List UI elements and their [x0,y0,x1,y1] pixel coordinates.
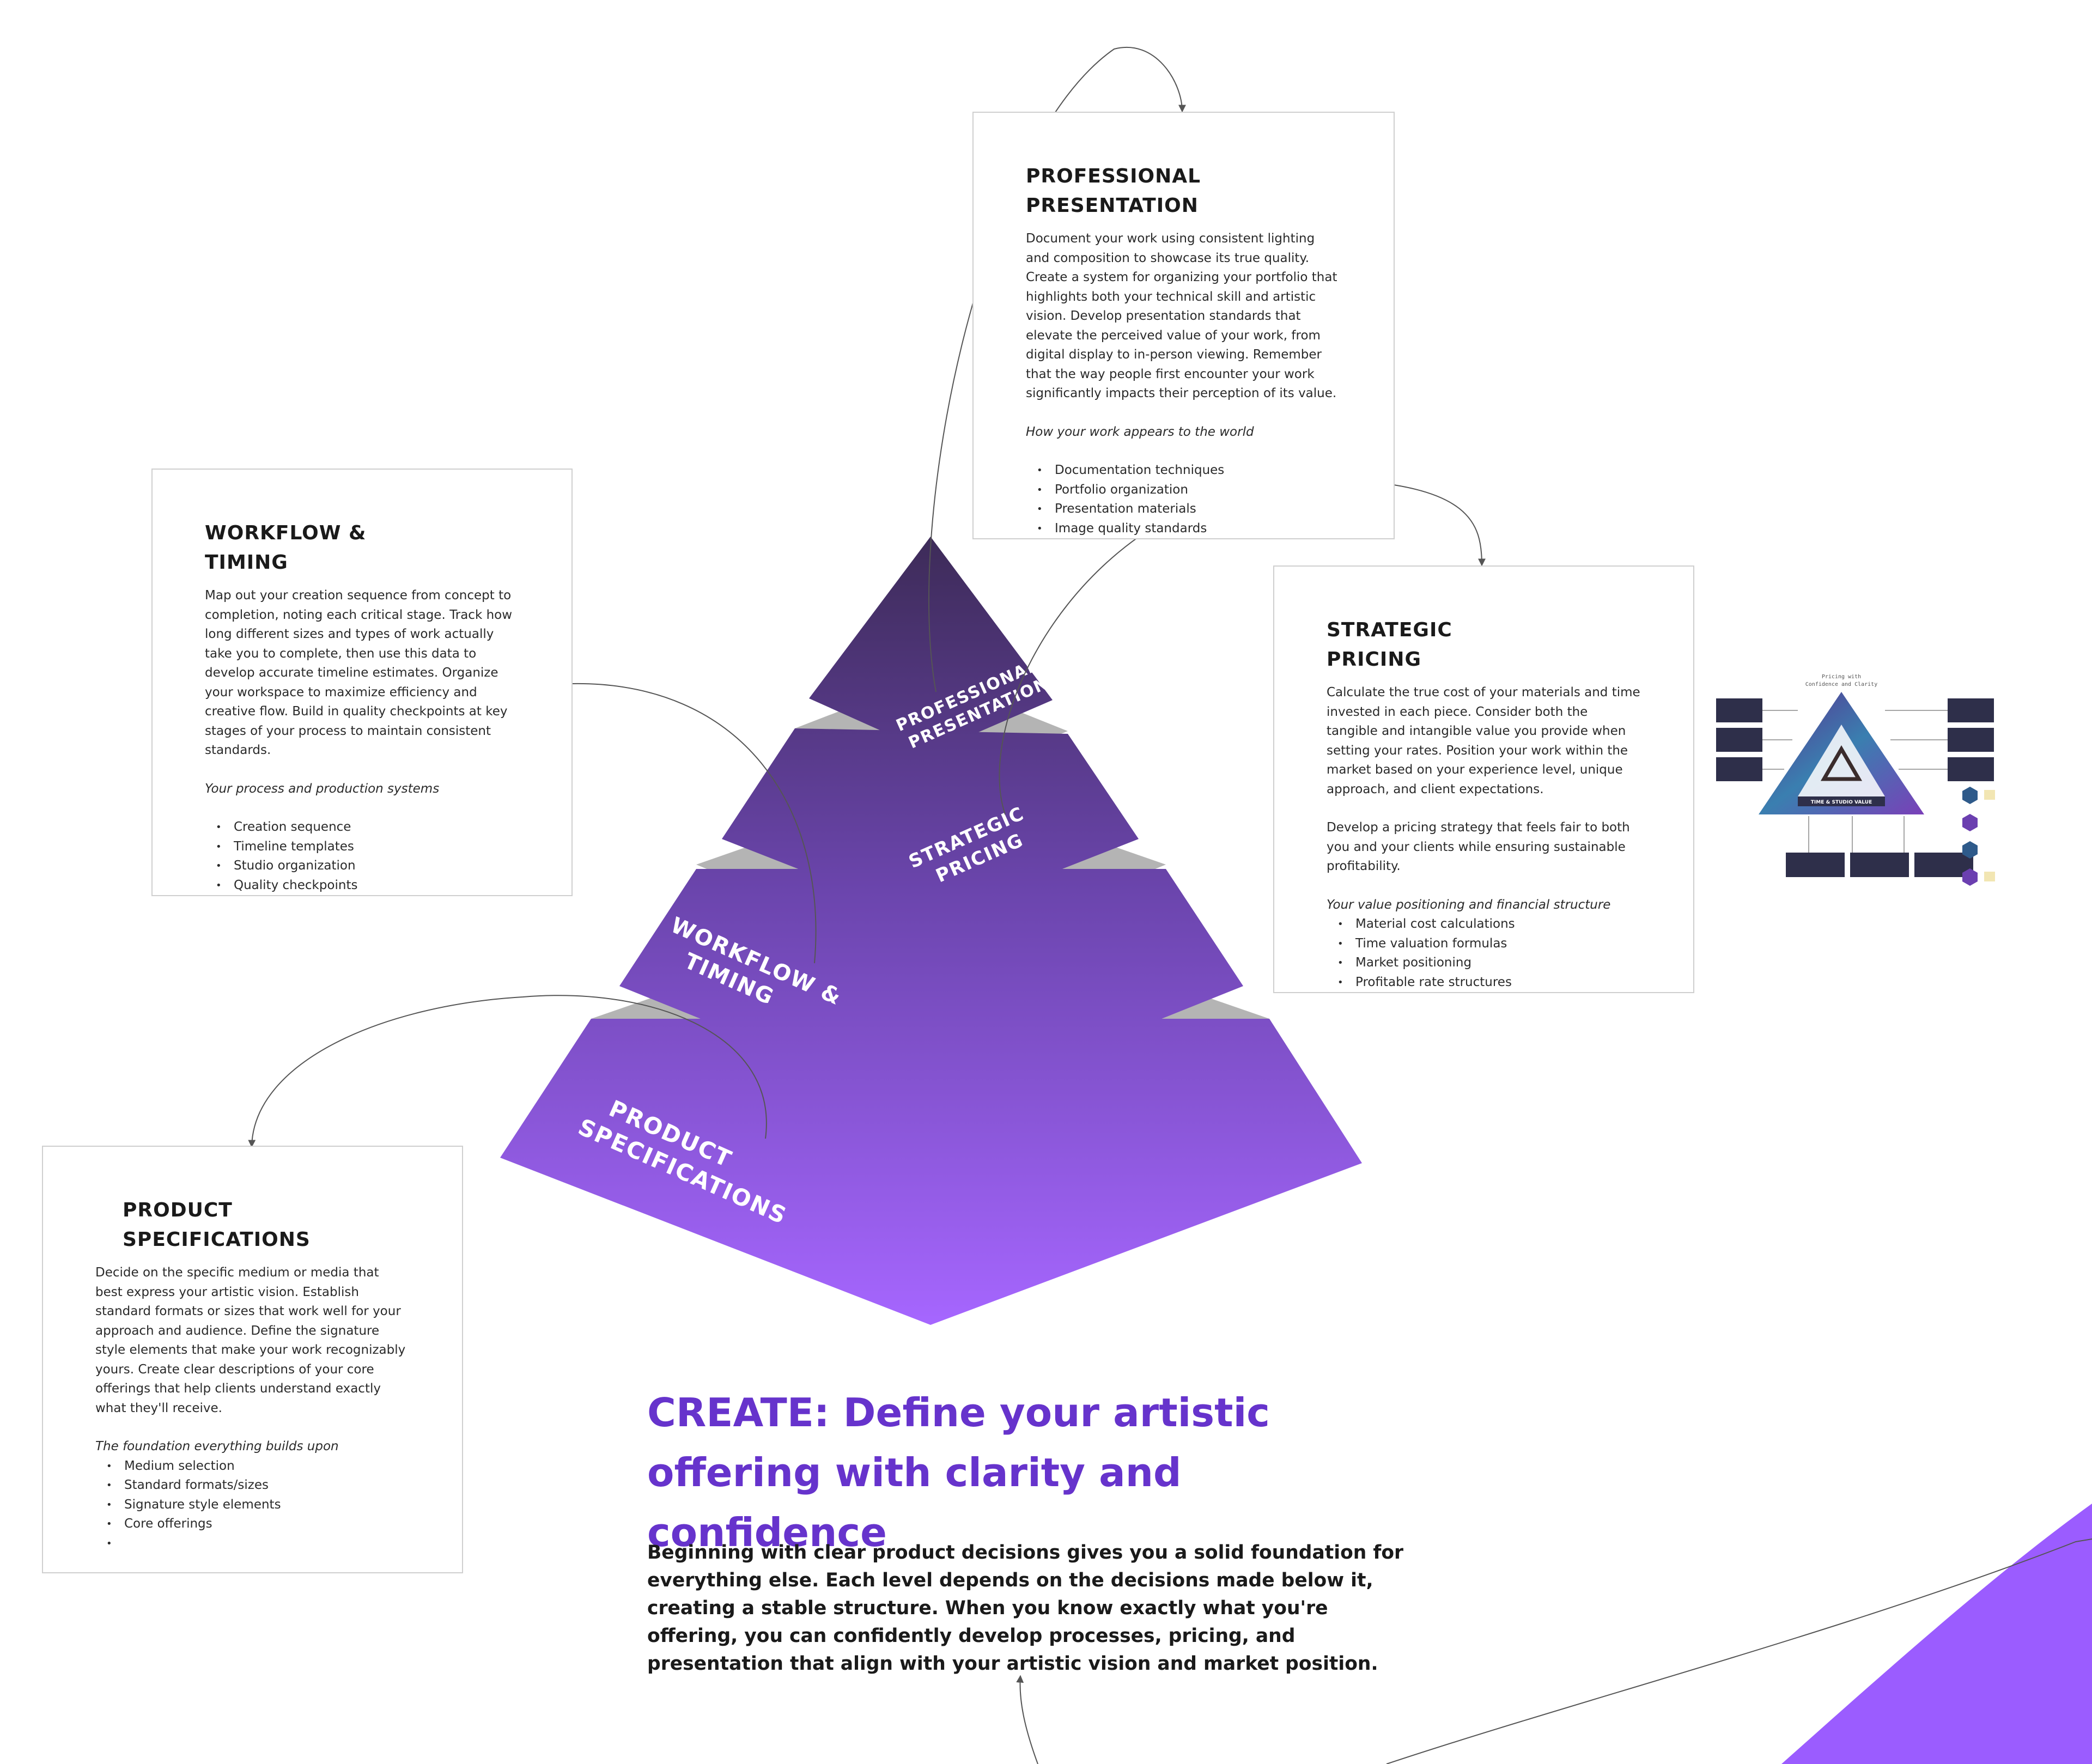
pyramid-tier-presentation[interactable] [809,537,1053,753]
thumbnail-triangle-core [1820,745,1863,781]
card-subtitle: Your process and production systems [205,781,440,796]
list-item: Quality checkpoints [216,876,519,896]
thumbnail-box [1948,698,1994,722]
thumbnail-box [1716,757,1762,781]
corner-decoration [1781,1504,2092,1764]
list-item: Documentation techniques [1037,461,1341,480]
list-item: Market positioning [1337,953,1641,973]
list-item: Profitable rate structures [1337,973,1641,993]
card-workflow-timing[interactable]: WORKFLOW & TIMING Map out your creation … [151,469,573,896]
thumbnail-hex-icon [1962,787,1978,804]
card-list: Material cost calculations Time valuatio… [1327,915,1641,992]
thumbnail-box [1716,728,1762,752]
intro-paragraph: Beginning with clear product decisions g… [647,1542,1404,1675]
card-body: Document your work using consistent ligh… [1026,232,1337,400]
card-subtitle: Your value positioning and financial str… [1327,897,1611,912]
thumbnail-hex-icon [1962,814,1978,831]
connector-product [248,995,767,1148]
list-item [106,1534,410,1554]
list-item: Studio organization [216,856,519,876]
thumbnail-note-icon [1984,790,1995,800]
list-item: Core offerings [106,1514,410,1534]
card-body-2: Develop a pricing strategy that feels fa… [1327,820,1630,873]
list-item: Image quality standards [1037,519,1341,539]
thumbnail-title-1: Pricing with [1822,674,1861,680]
thumbnail-center-band [1798,796,1885,806]
pyramid-tier-workflow[interactable] [619,869,1243,1111]
thumbnail-box [1786,853,1845,877]
card-title: STRATEGIC PRICING [1327,619,1452,671]
thumbnail-box [1716,698,1762,722]
thumbnail-diagram[interactable]: Pricing with Confidence and Clarity TIME… [1716,674,1995,886]
thumbnail-center-label: TIME & STUDIO VALUE [1811,800,1872,805]
list-item: Medium selection [106,1457,410,1476]
thumbnail-triangle-inner [1798,725,1885,796]
list-item: Time valuation formulas [1337,934,1641,954]
thumbnail-note-icon [1984,872,1995,881]
thumbnail-hex-icon [1962,868,1978,886]
card-body: Calculate the true cost of your material… [1327,685,1640,796]
list-item: Creation sequence [216,818,519,837]
card-list: Documentation techniques Portfolio organ… [1026,461,1341,538]
thumbnail-box [1850,853,1909,877]
card-list: Creation sequence Timeline templates Stu… [205,818,519,895]
thumbnail-hex-icon [1962,841,1978,859]
card-title: WORKFLOW & TIMING [205,522,367,574]
card-strategic-pricing[interactable]: STRATEGIC PRICING Calculate the true cos… [1273,565,1694,993]
list-item: Signature style elements [106,1495,410,1515]
list-item: Standard formats/sizes [106,1476,410,1495]
card-title: PROFESSIONAL PRESENTATION [1026,165,1201,217]
card-list: Medium selection Standard formats/sizes … [95,1457,410,1554]
connector-intro [1016,1675,1038,1764]
card-product-specifications[interactable]: PRODUCT SPECIFICATIONS Decide on the spe… [42,1146,463,1573]
list-item: Material cost calculations [1337,915,1641,934]
list-item: Portfolio organization [1037,480,1341,500]
page-headline: CREATE: Define your artistic offering wi… [647,1390,1270,1555]
thumbnail-title-2: Confidence and Clarity [1805,682,1877,688]
list-item: Presentation materials [1037,500,1341,519]
card-subtitle: The foundation everything builds upon [95,1439,339,1453]
connector-bottom [1386,1538,2092,1764]
card-subtitle: How your work appears to the world [1026,424,1254,439]
list-item: Timeline templates [216,837,519,857]
thumbnail-box [1948,757,1994,781]
card-title: PRODUCT SPECIFICATIONS [123,1199,311,1251]
pyramid-tier-product[interactable] [500,1019,1362,1325]
card-professional-presentation[interactable]: PROFESSIONAL PRESENTATION Document your … [972,112,1395,539]
thumbnail-box [1948,728,1994,752]
card-body: Map out your creation sequence from conc… [205,588,513,757]
connector-workflow [571,683,817,964]
card-body: Decide on the specific medium or media t… [95,1266,406,1415]
